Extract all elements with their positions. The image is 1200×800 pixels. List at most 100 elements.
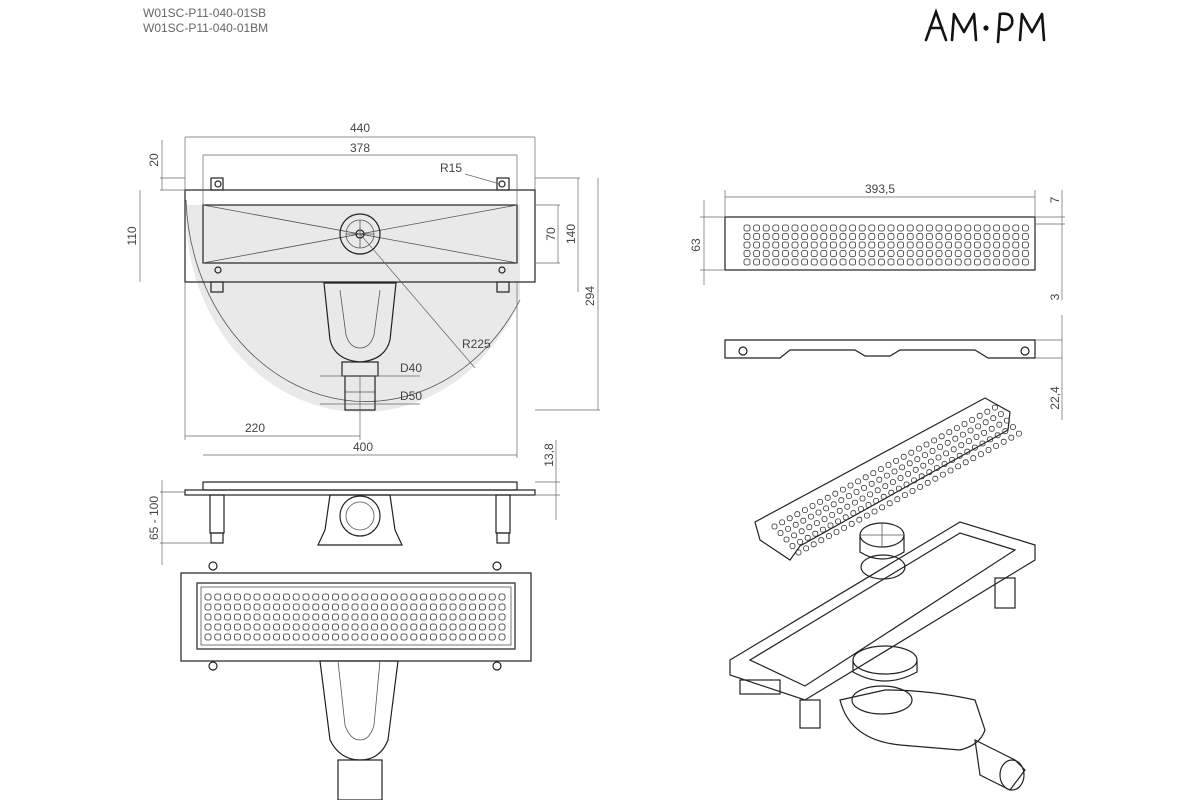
perforation-slot bbox=[899, 464, 905, 471]
perforation-slot bbox=[390, 633, 398, 641]
perforation-slot bbox=[833, 529, 840, 535]
model-code-1: W01SC-P11-040-01SB bbox=[143, 6, 267, 20]
perforation-slot bbox=[885, 462, 892, 468]
perforation-slot bbox=[743, 258, 751, 266]
perforation-slot bbox=[906, 241, 914, 249]
perforation-slot bbox=[812, 530, 819, 537]
perforation-slot bbox=[459, 613, 467, 621]
perforation-slot bbox=[791, 258, 799, 266]
perforation-slot bbox=[836, 507, 843, 514]
perforation-slot bbox=[1012, 241, 1020, 249]
perforation-slot bbox=[840, 486, 846, 493]
perforation-slot bbox=[420, 613, 428, 621]
perforation-slot bbox=[341, 633, 349, 641]
perforation-slot bbox=[983, 241, 991, 249]
perforation-slot bbox=[996, 421, 1003, 428]
perforation-slot bbox=[224, 613, 232, 621]
perforation-slot bbox=[762, 250, 770, 257]
perforation-slot bbox=[924, 479, 931, 486]
perforation-slot bbox=[839, 224, 847, 232]
perforation-slot bbox=[214, 593, 222, 601]
perforation-slot bbox=[1002, 224, 1010, 232]
perforation-slot bbox=[920, 462, 927, 469]
perforation-slot bbox=[782, 224, 789, 232]
perforation-slot bbox=[958, 442, 965, 449]
perforation-slot bbox=[1022, 250, 1029, 257]
perforation-slot bbox=[830, 250, 837, 257]
perforation-slot bbox=[916, 224, 924, 232]
perforation-slot bbox=[993, 250, 1000, 257]
perforation-slot bbox=[322, 613, 330, 621]
perforation-slot bbox=[803, 545, 809, 552]
perforation-slot bbox=[849, 233, 856, 240]
perforation-slot bbox=[960, 431, 966, 438]
perforation-slot bbox=[858, 250, 866, 257]
perforation-slot bbox=[916, 233, 924, 240]
perforation-slot bbox=[974, 241, 981, 249]
perforation-slot bbox=[943, 450, 949, 457]
perforation-slot bbox=[820, 526, 826, 533]
perforation-slot bbox=[400, 603, 408, 611]
perforation-slot bbox=[469, 603, 477, 611]
perforation-slot bbox=[302, 593, 310, 601]
perforation-slot bbox=[955, 463, 961, 470]
perforation-slot bbox=[753, 224, 760, 232]
perforation-slot bbox=[312, 623, 320, 631]
perforation-slot bbox=[263, 603, 271, 611]
perforation-slot bbox=[429, 623, 437, 631]
perforation-slot bbox=[233, 613, 241, 621]
perforation-slot bbox=[1012, 233, 1020, 240]
perforation-slot bbox=[852, 499, 858, 506]
dim-top-margin: 7 bbox=[1048, 196, 1062, 203]
perforation-slot bbox=[810, 258, 818, 266]
perforation-slot bbox=[868, 224, 876, 232]
perforation-slot bbox=[830, 224, 837, 232]
perforation-slot bbox=[839, 250, 847, 257]
perforation-slot bbox=[1002, 428, 1009, 435]
perforation-slot bbox=[371, 623, 379, 631]
perforation-slot bbox=[371, 613, 379, 621]
perforation-slot bbox=[204, 593, 212, 601]
grate-side-view: 22,4 bbox=[724, 315, 1063, 420]
perforation-slot bbox=[469, 613, 477, 621]
perforation-slot bbox=[263, 633, 271, 641]
dim-corner-radius: R15 bbox=[440, 161, 462, 175]
perforation-slot bbox=[830, 233, 837, 240]
dim-grate-height: 22,4 bbox=[1048, 386, 1062, 410]
perforation-slot bbox=[214, 633, 222, 641]
perforation-slot bbox=[878, 233, 885, 240]
perforation-slot bbox=[1002, 241, 1010, 249]
perforation-slot bbox=[253, 623, 261, 631]
perforation-slot bbox=[912, 466, 919, 473]
perforation-slot bbox=[929, 448, 936, 454]
dim-height-range: 65 - 100 bbox=[147, 496, 161, 540]
perforation-slot bbox=[818, 537, 825, 544]
perforation-slot bbox=[302, 633, 310, 641]
perforation-slot bbox=[808, 513, 814, 520]
perforation-slot bbox=[923, 441, 930, 448]
perforation-slot bbox=[380, 613, 388, 621]
perforation-slot bbox=[351, 623, 359, 631]
perforation-slot bbox=[821, 516, 828, 522]
perforation-slot bbox=[944, 439, 951, 446]
perforation-slot bbox=[400, 593, 408, 601]
perforation-slot bbox=[292, 603, 300, 611]
perforation-slot bbox=[855, 478, 861, 485]
perforation-slot bbox=[886, 500, 893, 507]
perforation-slot bbox=[858, 241, 866, 249]
perforation-slot bbox=[906, 250, 914, 257]
perforation-slot bbox=[868, 233, 876, 240]
perforation-slot bbox=[879, 504, 885, 511]
perforation-slot bbox=[926, 258, 933, 266]
perforation-slot bbox=[753, 258, 760, 266]
perforation-slot bbox=[804, 534, 811, 541]
perforation-slot bbox=[900, 453, 907, 460]
perforation-slot bbox=[906, 258, 914, 266]
perforation-slot bbox=[954, 425, 960, 432]
perforation-slot bbox=[878, 241, 885, 249]
perforation-slot bbox=[873, 497, 879, 504]
perforation-slot bbox=[469, 633, 477, 641]
perforation-slot bbox=[970, 455, 977, 462]
perforation-slot bbox=[429, 633, 437, 641]
perforation-slot bbox=[1012, 224, 1020, 232]
